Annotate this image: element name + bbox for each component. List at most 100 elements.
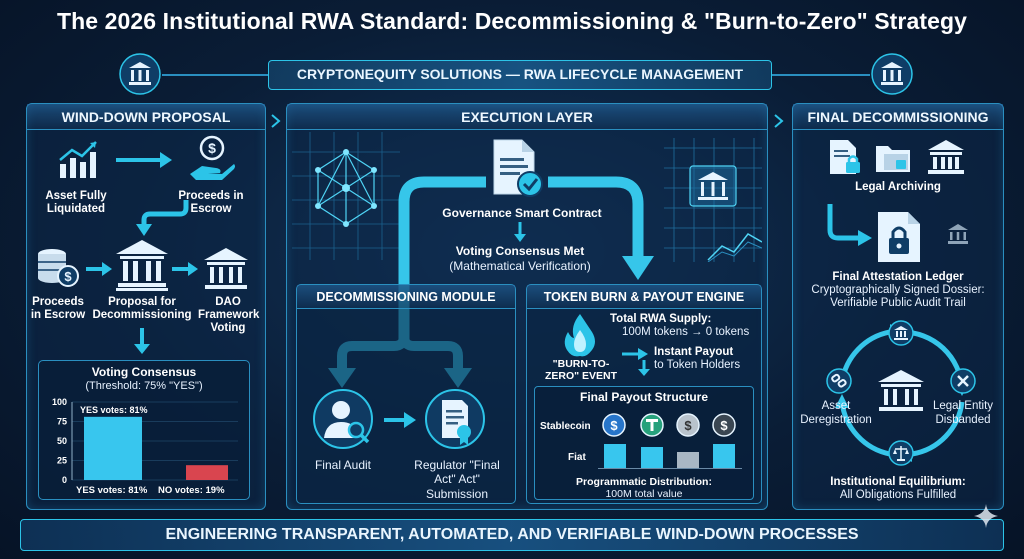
- yes-bar: [84, 416, 142, 480]
- footer-banner: ENGINEERING TRANSPARENT, AUTOMATED, AND …: [20, 519, 1004, 551]
- y-tick-label: 75: [57, 417, 67, 427]
- bank-grid-graphic-icon: [664, 138, 763, 263]
- final-audit-label: Final Audit: [314, 458, 372, 472]
- dao-voting-label: DAO Framework Voting: [198, 296, 260, 335]
- consensus-label: Voting Consensus Met: [455, 244, 585, 258]
- instant-payout-label: Instant Payout: [654, 346, 734, 358]
- y-tick-label: 100: [52, 397, 67, 407]
- asset-dereg-label: Asset Deregistration: [800, 400, 872, 426]
- proposal-label: Proposal for Decommissioning: [92, 296, 192, 322]
- coins-database-icon: $: [34, 246, 82, 290]
- bent-arrow-icon: [818, 202, 874, 250]
- flame-icon: [558, 312, 602, 358]
- payout-title: Final Payout Structure: [579, 390, 709, 404]
- voting-threshold: (Threshold: 75% "YES"): [85, 380, 203, 392]
- svg-text:$: $: [720, 418, 728, 433]
- payout-structure-box: [534, 386, 754, 500]
- burn-header: TOKEN BURN & PAYOUT ENGINE: [527, 285, 761, 309]
- payout-baseline: [598, 468, 742, 469]
- row-fiat-label: Fiat: [568, 452, 586, 463]
- distribution-title: Programmatic Distribution:: [576, 476, 712, 488]
- yes-caption: YES votes: 81%: [76, 485, 148, 496]
- arrow-right-icon: [622, 347, 648, 360]
- dark-dollar-coin-icon: $: [712, 413, 736, 437]
- banner-connector-line: [162, 74, 268, 76]
- to-holders-label: to Token Holders: [654, 359, 741, 371]
- y-tick-label: 25: [57, 456, 67, 466]
- voting-title: Voting Consensus: [91, 365, 197, 379]
- burn-event-label: "BURN-TO-ZERO" EVENT: [544, 358, 618, 383]
- equilibrium-title: Institutional Equilibrium:: [830, 476, 966, 488]
- subtitle-banner: CRYPTONEQUITY SOLUTIONS — RWA LIFECYCLE …: [268, 60, 772, 90]
- contract-label: Governance Smart Contract: [442, 206, 602, 220]
- arrow-right-icon: [86, 262, 112, 276]
- ledger-title: Final Attestation Ledger: [832, 271, 964, 283]
- broken-chain-node-icon: [826, 368, 852, 394]
- wind-down-header: WIND-DOWN PROPOSAL: [27, 104, 265, 130]
- hand-coin-icon: $: [186, 134, 238, 184]
- arrow-right-icon: [172, 262, 198, 276]
- regulator-label: Regulator "Final Act" Act" Submission: [414, 458, 500, 501]
- final-header: FINAL DECOMMISSIONING: [793, 104, 1003, 130]
- row-stablecoin-label: Stablecoin: [540, 421, 591, 432]
- folder-icon: [874, 140, 914, 174]
- locked-document-icon: [826, 138, 864, 176]
- svg-text:$: $: [684, 418, 692, 433]
- ledger-line1: Cryptographically Signed Dossier:: [811, 284, 985, 296]
- arrow-right-icon: [384, 412, 416, 428]
- bank-icon: [118, 52, 162, 96]
- tether-coin-icon: [640, 413, 664, 437]
- page-title: The 2026 Institutional RWA Standard: Dec…: [56, 8, 968, 34]
- svg-text:$: $: [610, 418, 618, 433]
- usdc-coin-icon: $: [602, 413, 626, 437]
- y-tick-label: 0: [62, 475, 67, 485]
- sparkle-icon: [972, 502, 1000, 530]
- supply-detail: 100M tokens → 0 tokens: [622, 326, 750, 338]
- scales-node-icon: [888, 440, 914, 466]
- dao-bank-icon: [202, 246, 250, 292]
- no-bar: [186, 465, 228, 480]
- no-caption: NO votes: 19%: [158, 485, 225, 496]
- svg-text:$: $: [208, 140, 216, 156]
- payout-bar: [604, 444, 626, 468]
- center-bank-icon: [876, 368, 926, 414]
- growth-chart-icon: [56, 138, 102, 182]
- proceeds-escrow-top-label: Proceeds in Escrow: [178, 190, 244, 216]
- auditor-person-icon: [312, 388, 374, 450]
- bank-icon: [114, 238, 170, 292]
- ledger-line2: Verifiable Public Audit Trail: [830, 297, 966, 309]
- top-bank-node-icon: [888, 320, 914, 346]
- disband-node-icon: [950, 368, 976, 394]
- legal-entity-label: Legal Entity Disbanded: [932, 400, 994, 426]
- proceeds-escrow-left-label: Proceeds in Escrow: [30, 296, 86, 322]
- contract-document-icon: [486, 138, 546, 200]
- svg-text:$: $: [64, 269, 72, 284]
- chevron-right-icon: [773, 114, 785, 128]
- voting-bar-chart: 0 25 50 75 100: [52, 397, 238, 485]
- certificate-document-icon: [424, 388, 486, 450]
- arrow-down-icon: [638, 360, 650, 376]
- network-graphic-icon: [292, 132, 400, 260]
- bank-icon: [926, 138, 966, 176]
- module-header: DECOMMISSIONING MODULE: [297, 285, 515, 309]
- verification-label: (Mathematical Verification): [449, 259, 591, 273]
- arrow-down-icon: [134, 328, 150, 354]
- equilibrium-detail: All Obligations Fulfilled: [839, 489, 957, 501]
- silver-dollar-coin-icon: $: [676, 413, 700, 437]
- arrow-right-icon: [116, 152, 172, 168]
- bent-arrow-icon: [134, 198, 194, 238]
- bank-icon: [870, 52, 914, 96]
- small-bank-icon: [946, 222, 970, 246]
- payout-bar: [713, 444, 735, 468]
- banner-connector-line: [772, 74, 870, 76]
- execution-header: EXECUTION LAYER: [287, 104, 767, 130]
- legal-archiving-label: Legal Archiving: [855, 181, 941, 193]
- yes-bar-label: YES votes: 81%: [80, 405, 148, 415]
- supply-title: Total RWA Supply:: [610, 313, 712, 325]
- arrow-down-icon: [514, 222, 526, 242]
- asset-liquidated-label: Asset Fully Liquidated: [45, 190, 107, 216]
- distribution-value: 100M total value: [605, 488, 683, 500]
- y-tick-label: 50: [57, 436, 67, 446]
- chevron-right-icon: [270, 114, 282, 128]
- payout-bar: [677, 452, 699, 468]
